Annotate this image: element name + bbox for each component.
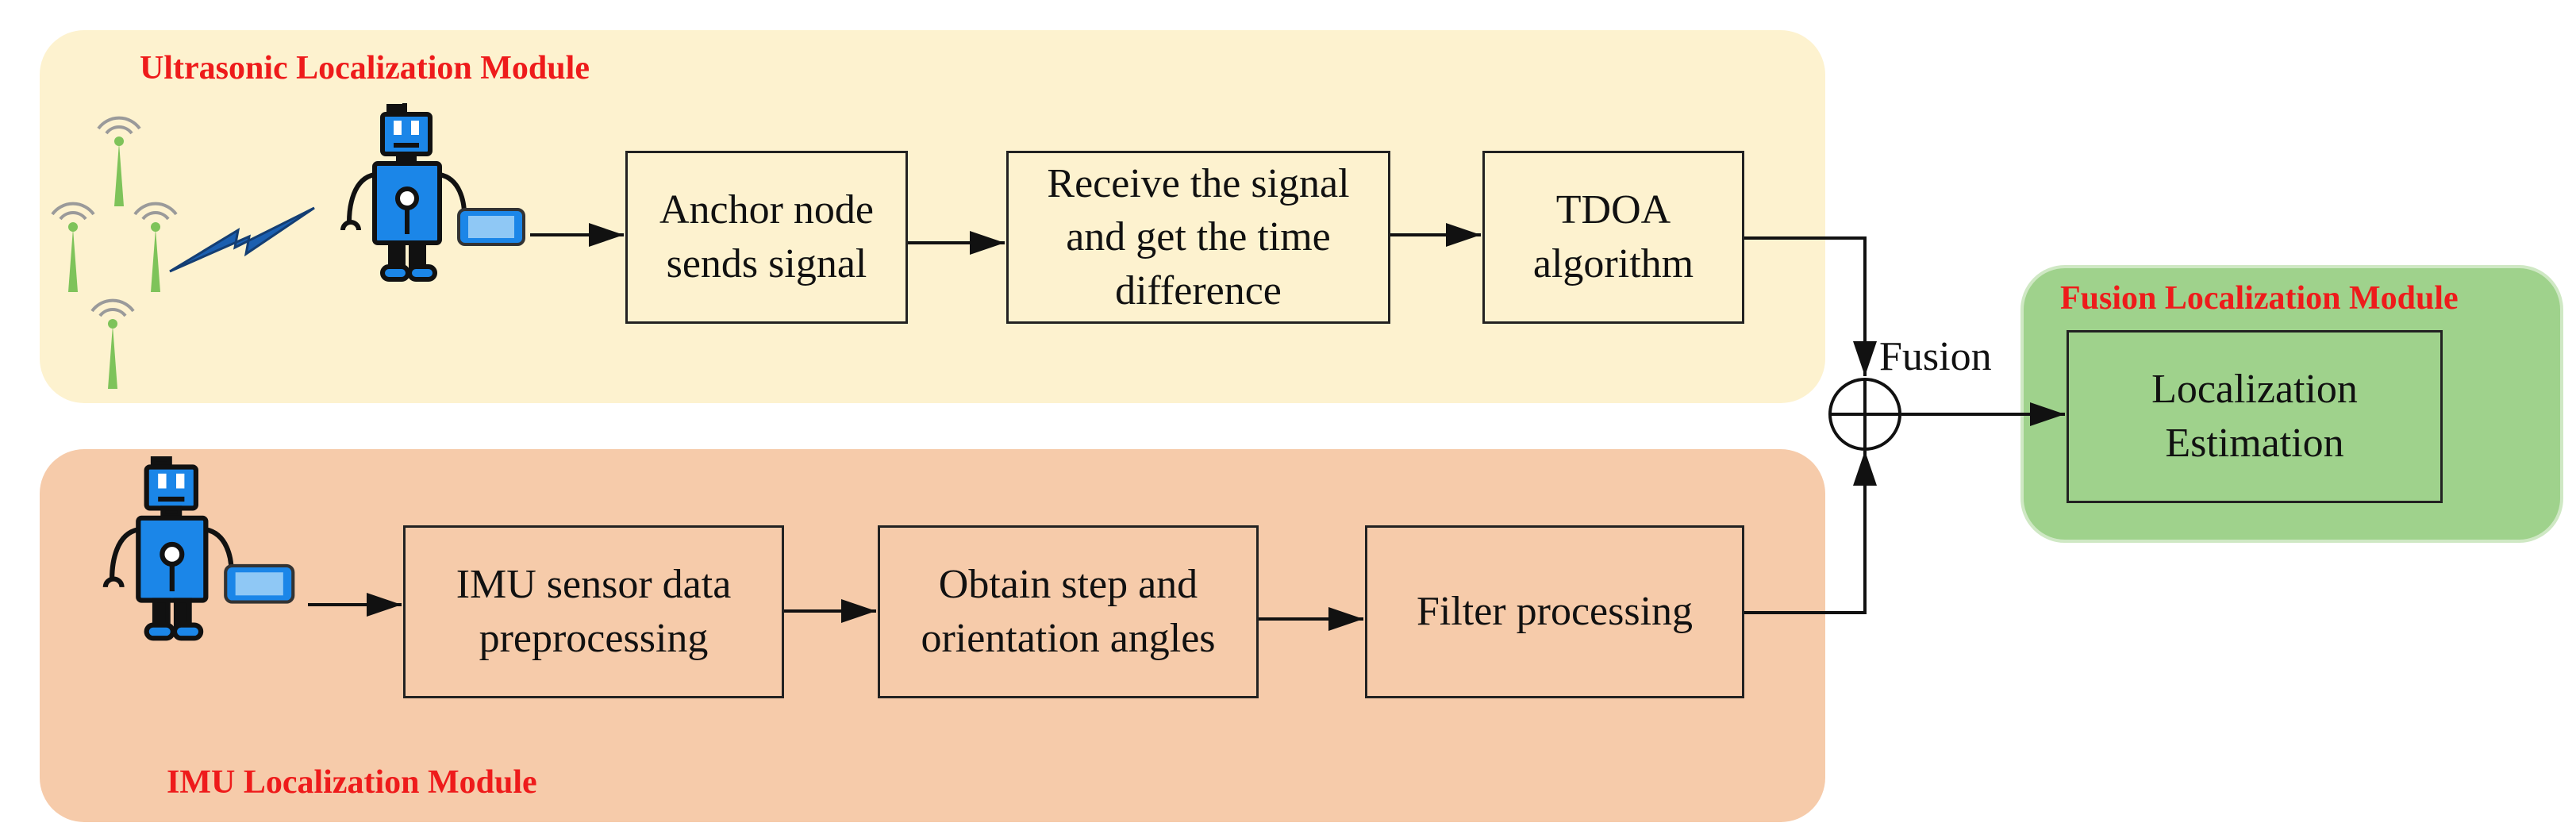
sum-junction-icon xyxy=(1828,378,1901,451)
receive-signal-box: Receive the signal and get the time differ… xyxy=(1006,151,1390,324)
wireless-signal-icon xyxy=(169,206,315,273)
phone-icon xyxy=(224,563,295,604)
imu-module-title: IMU Localization Module xyxy=(167,764,537,801)
box-line: Anchor node xyxy=(659,187,875,233)
box-line: Receive the signal xyxy=(1047,160,1350,206)
box-line: algorithm xyxy=(1532,241,1694,286)
antenna-icon xyxy=(133,202,178,292)
antenna-icon xyxy=(90,298,135,389)
connector-tdoa-to-fusion xyxy=(1744,236,1877,376)
box-line: TDOA xyxy=(1555,187,1671,233)
box-line: sends signal xyxy=(666,241,867,286)
antenna-group xyxy=(51,116,178,389)
imu-preprocessing-box: IMU sensor data preprocessing xyxy=(403,525,784,698)
phone-icon xyxy=(457,208,525,246)
box-line: IMU sensor data xyxy=(456,562,732,608)
box-line: Filter processing xyxy=(1416,589,1694,635)
box-line: and get the time xyxy=(1066,214,1331,260)
antenna-icon xyxy=(97,116,141,206)
step-orientation-box: Obtain step and orientation angles xyxy=(878,525,1259,698)
filter-processing-box: Filter processing xyxy=(1365,525,1744,698)
box-line: difference xyxy=(1115,267,1282,313)
box-line: Localization xyxy=(2151,367,2358,413)
robot-icon xyxy=(102,456,295,641)
box-line: preprocessing xyxy=(479,616,709,661)
ultrasonic-module-title: Ultrasonic Localization Module xyxy=(140,50,590,86)
fusion-label: Fusion xyxy=(1879,334,1992,379)
box-line: Obtain step and xyxy=(938,562,1198,608)
fusion-module-title: Fusion Localization Module xyxy=(2060,280,2459,317)
connector-filter-to-fusion xyxy=(1744,451,1877,614)
antenna-icon xyxy=(51,202,95,292)
tdoa-algorithm-box: TDOA algorithm xyxy=(1482,151,1744,324)
box-line: Estimation xyxy=(2165,421,2344,466)
box-line: orientation angles xyxy=(921,616,1216,661)
anchor-node-box: Anchor node sends signal xyxy=(625,151,908,324)
robot-icon xyxy=(340,103,525,282)
